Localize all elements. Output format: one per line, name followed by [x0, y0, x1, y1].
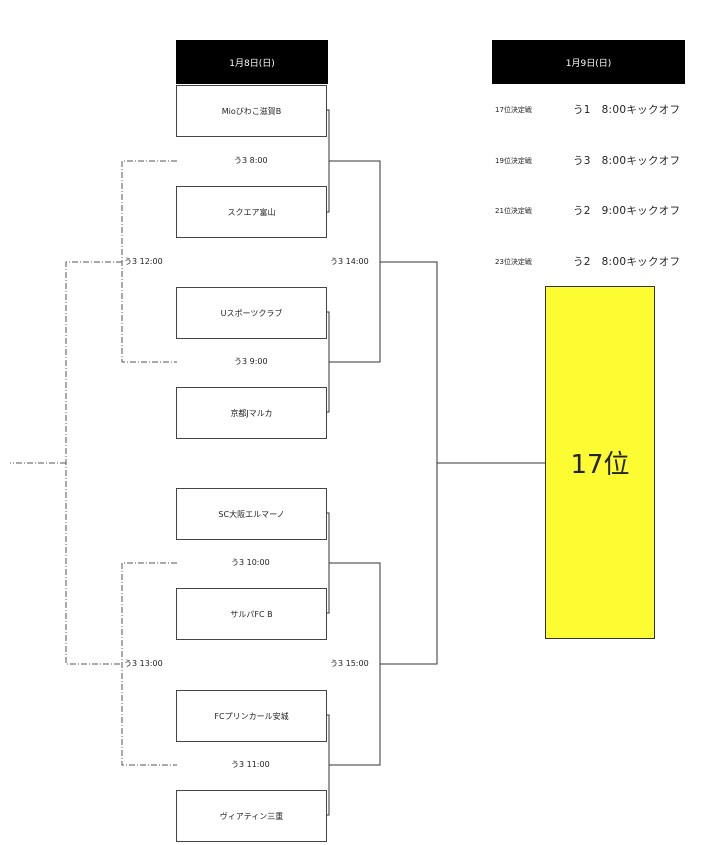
result-rank-label: 17位: [570, 450, 630, 480]
placement-detail-21: う2 9:00キックオフ: [573, 205, 681, 217]
team-name: ヴィアティン三重: [219, 811, 284, 821]
team-name: SC大阪エルマーノ: [218, 509, 285, 519]
match-label-sf2: う3 15:00: [330, 659, 369, 668]
team-name: Uスポーツクラブ: [220, 308, 283, 318]
placement-label-21: 21位決定戦: [495, 207, 532, 215]
team-box-6: サルパFC B: [176, 588, 327, 640]
team-name: サルパFC B: [230, 609, 273, 619]
team-name: 京都Jマルカ: [230, 408, 273, 418]
day2-date: 1月9日(日): [565, 58, 612, 69]
match-label-m3: う3 10:00: [231, 558, 270, 567]
team-box-8: ヴィアティン三重: [176, 790, 327, 842]
team-box-7: FCプリンカール安城: [176, 690, 327, 742]
team-box-2: スクエア富山: [176, 186, 327, 238]
match-label-sf1: う3 14:00: [330, 257, 369, 266]
match-label-m4: う3 11:00: [231, 760, 270, 769]
placement-label-23: 23位決定戦: [495, 258, 532, 266]
team-name: FCプリンカール安城: [214, 711, 289, 721]
placement-label-17: 17位決定戦: [495, 106, 532, 114]
team-box-4: 京都Jマルカ: [176, 387, 327, 439]
match-label-cl1: う3 12:00: [124, 257, 163, 266]
team-box-1: Mioびわこ滋賀B: [176, 85, 327, 137]
placement-detail-19: う3 8:00キックオフ: [573, 155, 681, 167]
placement-detail-23: う2 8:00キックオフ: [573, 256, 681, 268]
team-box-5: SC大阪エルマーノ: [176, 488, 327, 540]
bracket-line-final: [380, 261, 438, 665]
day1-header: 1月8日(日): [176, 40, 328, 84]
day1-date: 1月8日(日): [229, 58, 275, 69]
consolation-line-3: [65, 261, 122, 665]
match-label-m2: う3 9:00: [234, 357, 268, 366]
consolation-line-2: [121, 562, 177, 766]
team-name: Mioびわこ滋賀B: [221, 106, 282, 116]
team-box-3: Uスポーツクラブ: [176, 287, 327, 339]
placement-detail-17: う1 8:00キックオフ: [573, 104, 681, 116]
result-rank-box: 17位: [545, 286, 655, 639]
match-label-m1: う3 8:00: [234, 156, 268, 165]
team-name: スクエア富山: [227, 207, 276, 217]
day2-header: 1月9日(日): [492, 40, 685, 84]
placement-label-19: 19位決定戦: [495, 157, 532, 165]
match-label-cl2: う3 13:00: [124, 659, 163, 668]
